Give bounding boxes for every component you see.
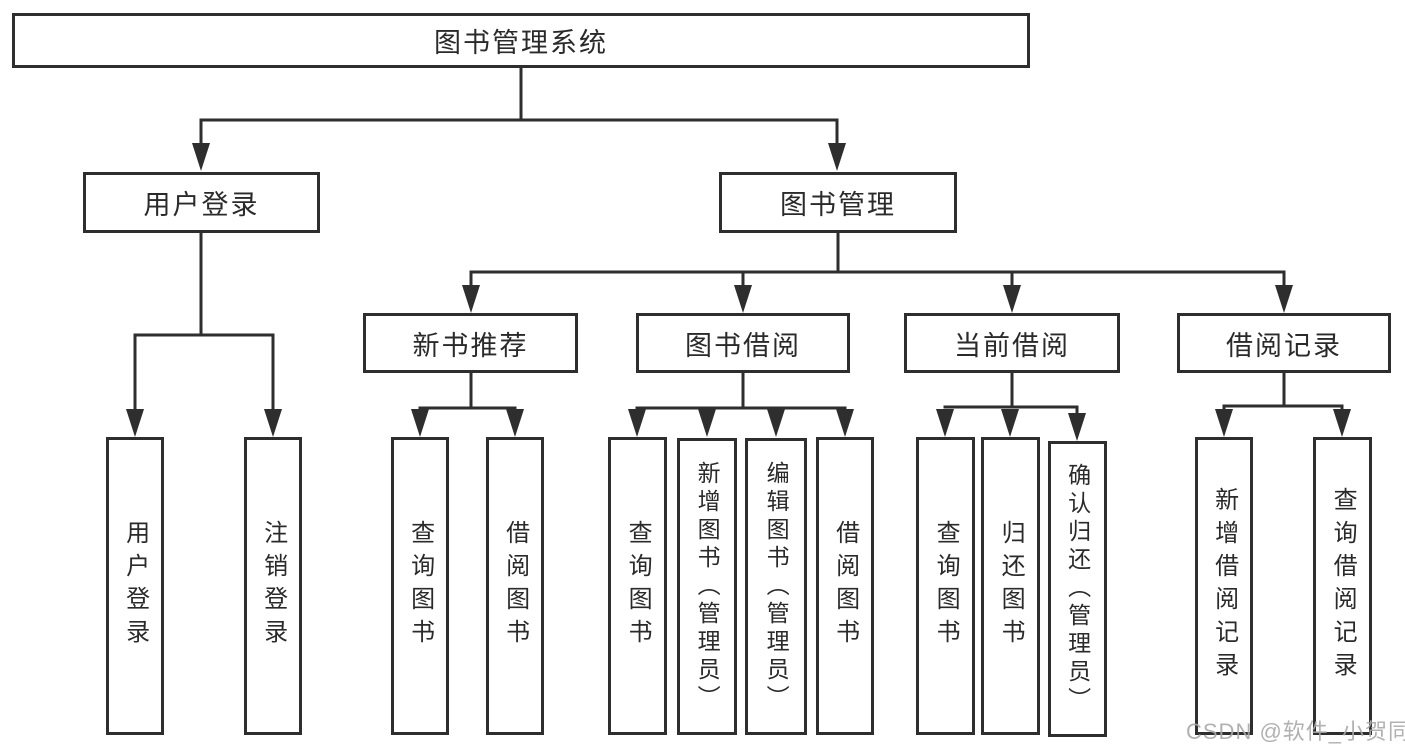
leaf-add-book-admin: 新增图书（管理员）	[677, 438, 737, 735]
node-book-borrow: 图书借阅	[636, 313, 850, 373]
csdn-watermark: CSDN @软件_小贺同学	[1186, 719, 1405, 744]
node-new-book-recommend: 新书推荐	[363, 313, 578, 373]
leaf-query-borrow-record: 查询借阅记录	[1313, 437, 1372, 735]
leaf-label: 查询借阅记录	[1329, 487, 1357, 685]
leaf-borrow-books: 借阅图书	[816, 437, 874, 735]
leaf-label: 借阅图书	[831, 520, 859, 652]
leaf-confirm-return-admin: 确认归还（管理员）	[1048, 441, 1107, 737]
leaf-query-books-recommend: 查询图书	[391, 437, 449, 735]
leaf-label: 注销登录	[259, 520, 287, 652]
leaf-user-login: 用户登录	[106, 437, 164, 735]
leaf-query-books-borrow: 查询图书	[608, 437, 667, 735]
leaf-query-books-current: 查询图书	[916, 437, 975, 735]
leaf-label: 归还图书	[997, 520, 1025, 652]
node-book-management: 图书管理	[719, 172, 957, 233]
leaf-label: 新增借阅记录	[1210, 487, 1238, 685]
leaf-label: 用户登录	[121, 520, 149, 652]
leaf-edit-book-admin: 编辑图书（管理员）	[745, 438, 807, 735]
leaf-borrow-books-recommend: 借阅图书	[486, 437, 544, 735]
leaf-label: 借阅图书	[501, 520, 529, 652]
leaf-label: 查询图书	[932, 520, 960, 652]
node-root-system: 图书管理系统	[12, 13, 1030, 68]
node-borrow-records: 借阅记录	[1177, 313, 1391, 373]
node-user-login: 用户登录	[83, 172, 320, 233]
leaf-label: 新增图书（管理员）	[694, 460, 721, 713]
leaf-label: 查询图书	[406, 520, 434, 652]
leaf-return-book: 归还图书	[981, 437, 1040, 735]
leaf-add-borrow-record: 新增借阅记录	[1195, 437, 1253, 735]
node-current-borrow: 当前借阅	[904, 313, 1120, 373]
leaf-label: 编辑图书（管理员）	[763, 460, 790, 713]
leaf-logout: 注销登录	[244, 437, 302, 735]
leaf-label: 查询图书	[624, 520, 652, 652]
leaf-label: 确认归还（管理员）	[1064, 463, 1091, 715]
